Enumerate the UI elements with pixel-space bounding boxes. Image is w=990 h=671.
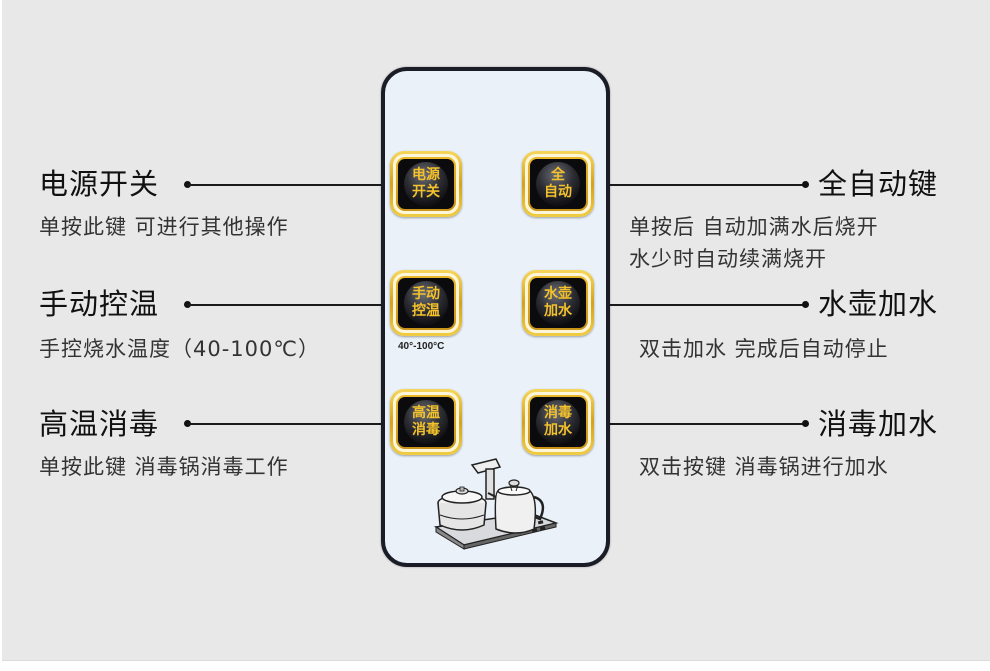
button-label: 消毒 [544,405,572,421]
leader-line [187,304,383,306]
button-label: 电源 [412,167,440,183]
button-label: 加水 [544,422,572,438]
button-label: 自动 [544,184,572,200]
label-title: 手动控温 [39,287,160,321]
leader-line [187,184,383,186]
label-title: 水壶加水 [818,287,939,321]
kettle-fill-button[interactable]: 水壶 加水 [522,270,594,336]
label-title: 全自动键 [818,167,939,201]
button-label: 控温 [412,303,440,319]
button-label: 全 [551,167,565,183]
full-auto-button[interactable]: 全 自动 [522,151,594,217]
label-desc: 单按此键 可进行其他操作 [39,215,289,239]
label-title: 消毒加水 [818,407,939,441]
leader-line [608,184,804,186]
label-title: 高温消毒 [39,407,160,441]
label-desc: 手控烧水温度（40-100℃） [39,337,320,361]
button-label: 手动 [412,286,440,302]
sterilize-button[interactable]: 高温 消毒 [390,389,462,455]
leader-line [608,304,804,306]
label-desc: 双击加水 完成后自动停止 [639,337,889,361]
leader-line [608,423,804,425]
leader-dot [802,181,809,188]
manual-temp-button[interactable]: 手动 控温 [390,270,462,336]
button-label: 加水 [544,303,572,319]
label-desc: 单按此键 消毒锅消毒工作 [39,455,289,479]
leader-dot [802,301,809,308]
label-desc: 水少时自动续满烧开 [629,247,827,271]
button-label: 开关 [412,184,440,200]
label-title: 电源开关 [39,167,160,201]
button-label: 高温 [412,405,440,421]
label-desc: 单按后 自动加满水后烧开 [629,215,879,239]
temperature-range-note: 40°-100°C [398,341,445,352]
tea-kettle-set-icon [433,458,559,550]
power-switch-button[interactable]: 电源 开关 [390,151,462,217]
leader-dot [802,420,809,427]
button-label: 消毒 [412,422,440,438]
label-desc: 双击按键 消毒锅进行加水 [639,455,889,479]
button-label: 水壶 [544,286,572,302]
leader-line [187,423,383,425]
sterilize-fill-button[interactable]: 消毒 加水 [522,389,594,455]
